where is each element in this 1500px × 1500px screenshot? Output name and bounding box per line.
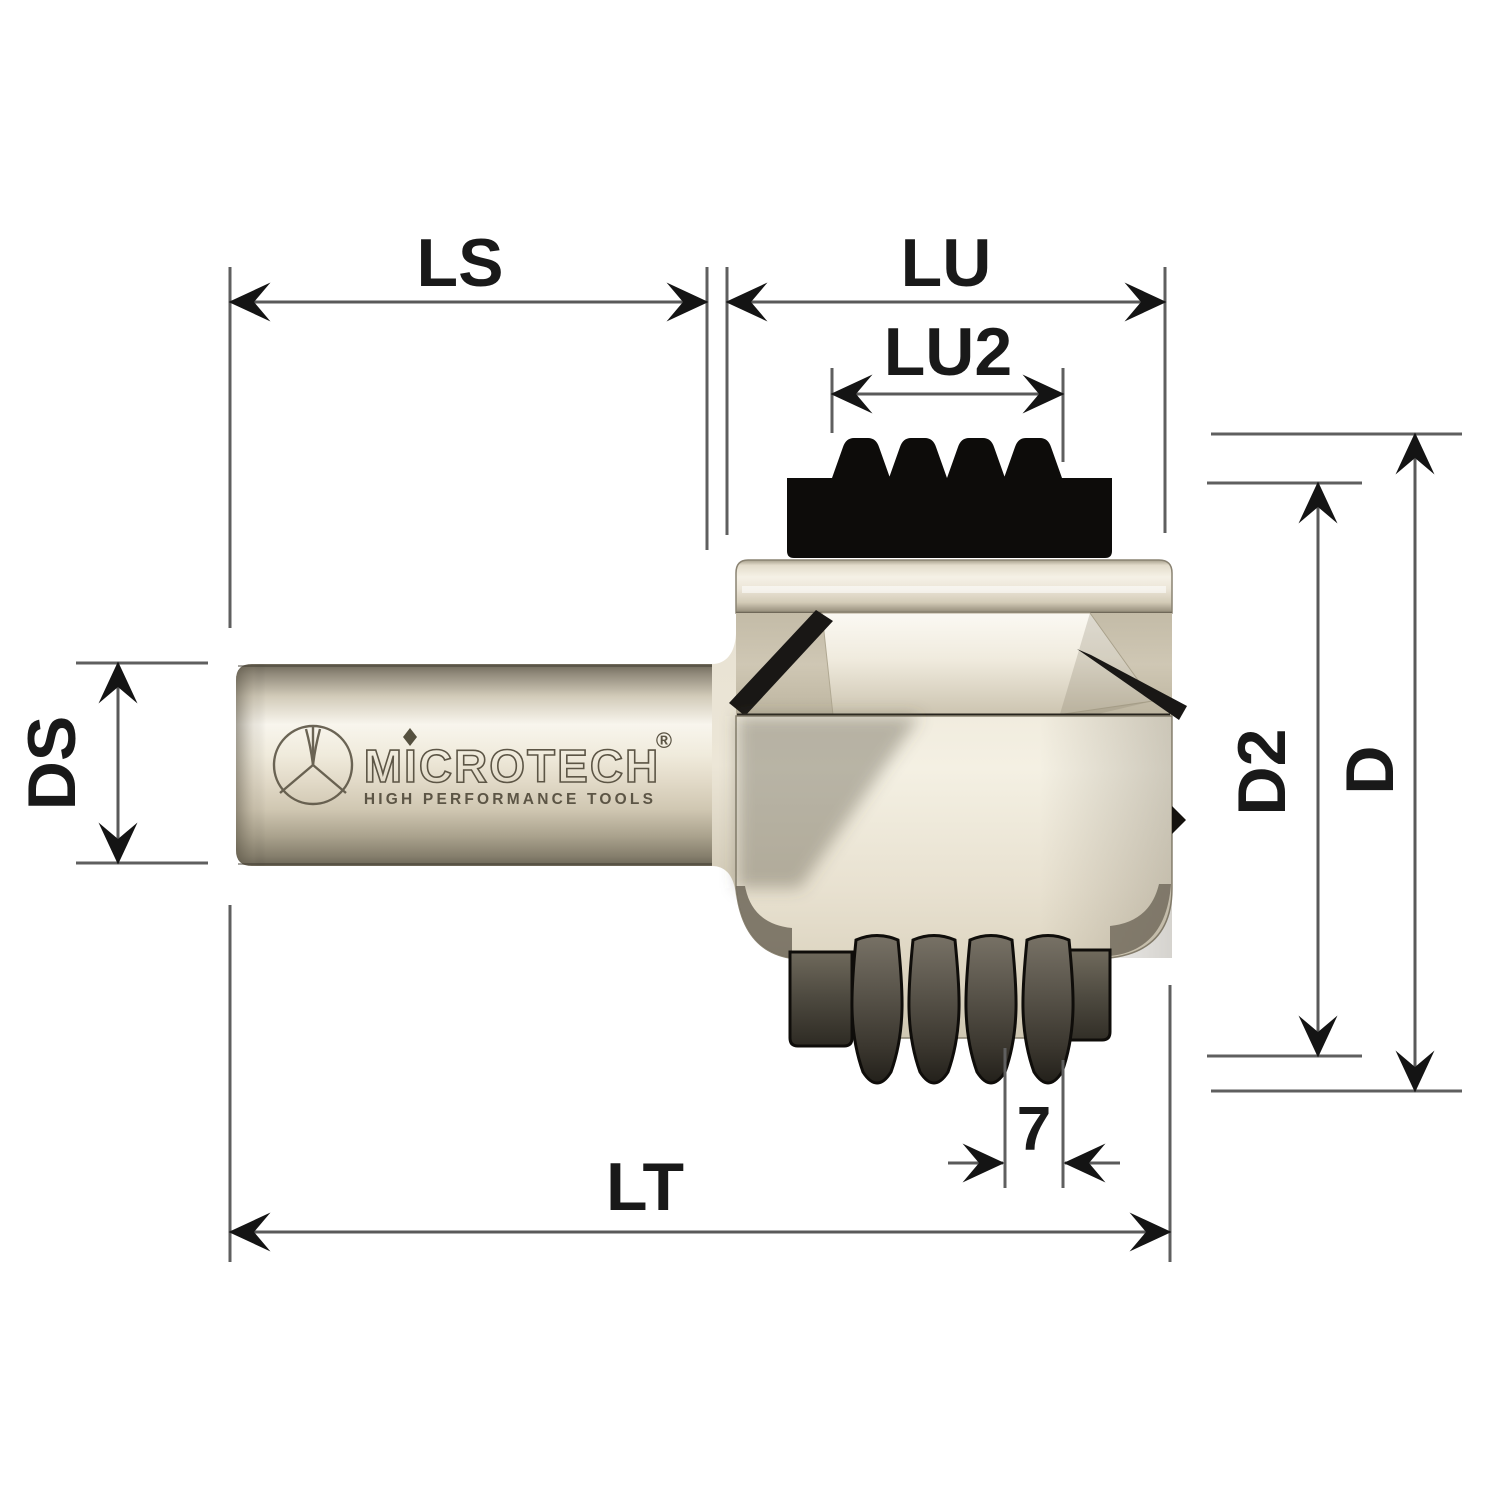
- dimension-lu: LU: [725, 225, 1167, 535]
- bottom-serration: [788, 934, 1112, 1085]
- dimension-d2: D2: [1207, 481, 1362, 1058]
- right-shoulder: [1110, 884, 1171, 956]
- top-cutter-insert: [787, 438, 1112, 558]
- dimension-d: D: [1211, 432, 1462, 1093]
- ds-label: DS: [14, 716, 90, 810]
- d2-label: D2: [1224, 729, 1300, 816]
- brand-tagline: HIGH PERFORMANCE TOOLS: [364, 791, 656, 808]
- brand-logo-text: MICROTECH: [364, 740, 661, 792]
- left-shoulder: [736, 886, 792, 958]
- diamond-icon: [403, 728, 417, 746]
- microtech-logo-icon: [272, 724, 354, 806]
- logo-circle: [272, 724, 354, 806]
- dimension-lu2: LU2: [830, 314, 1065, 462]
- right-cutting-edge: [1077, 649, 1187, 720]
- insert-base: [787, 478, 1112, 558]
- flange-highlight: [742, 586, 1166, 593]
- insert-tooth: [889, 438, 947, 478]
- dimension-lt: LT: [228, 905, 1172, 1262]
- tool-shank: MICROTECH ® HIGH PERFORMANCE TOOLS: [236, 664, 712, 866]
- tool-render: MICROTECH ® HIGH PERFORMANCE TOOLS: [236, 438, 1187, 1085]
- dimension-pitch: 7: [948, 1048, 1120, 1188]
- insert-tooth: [832, 438, 890, 478]
- dimension-ds: DS: [14, 661, 208, 865]
- shank-to-head-fillet: [712, 634, 736, 897]
- dimension-ls: LS: [228, 225, 709, 628]
- insert-tooth: [1004, 438, 1062, 478]
- serration-tooth: [907, 934, 961, 1085]
- shank-engraving: MICROTECH ® HIGH PERFORMANCE TOOLS: [272, 724, 672, 808]
- body-shadow: [737, 716, 920, 888]
- serration-tooth: [850, 934, 904, 1085]
- lu-label: LU: [901, 225, 992, 301]
- pitch-label: 7: [1017, 1095, 1051, 1164]
- insert-tooth: [947, 438, 1005, 478]
- ls-label: LS: [417, 225, 504, 301]
- right-edge-notch: [1172, 806, 1186, 834]
- dimension-annotations: LS LU LU2 DS D2: [14, 225, 1462, 1262]
- left-cutting-edge: [729, 610, 833, 716]
- registered-mark: ®: [656, 728, 672, 753]
- pocket-face-panel: [821, 612, 1154, 716]
- chip-pocket: [729, 610, 1187, 720]
- serration-tooth: [1021, 934, 1075, 1085]
- lu2-label: LU2: [884, 314, 1012, 390]
- lt-label: LT: [606, 1149, 684, 1225]
- logo-spoke-detail: [304, 728, 322, 766]
- shank-end-cap-shading: [236, 664, 266, 866]
- d-label: D: [1332, 745, 1408, 794]
- serration-left-step: [788, 950, 854, 1048]
- tool-head: [729, 438, 1187, 1085]
- serration-tooth: [964, 934, 1018, 1085]
- shank-cylinder: [236, 664, 712, 866]
